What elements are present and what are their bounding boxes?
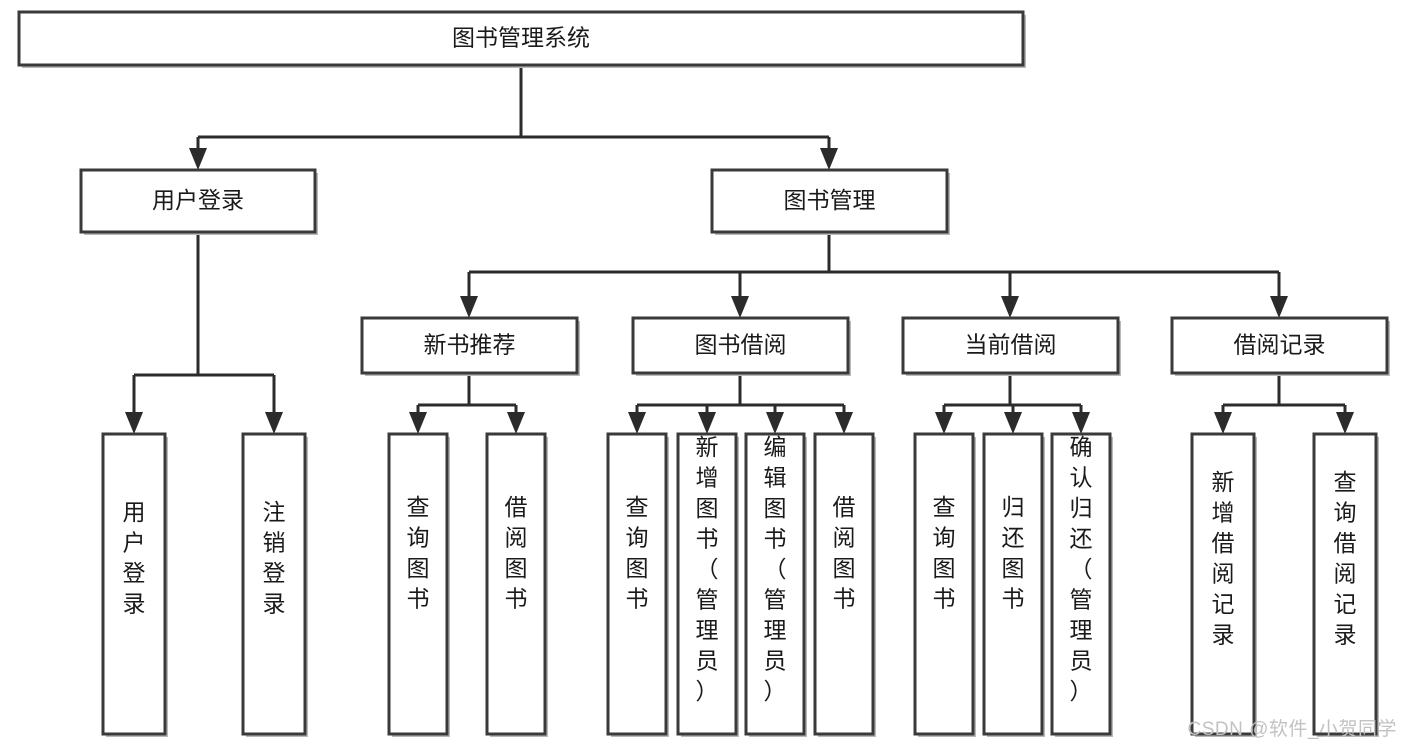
connector-user-login-to-leaves [125, 232, 283, 434]
node-rect [101, 432, 167, 736]
connector-root-to-level2 [189, 65, 838, 170]
node-label: 图书借阅 [695, 332, 787, 358]
arrow-head [731, 296, 749, 318]
connector-book-manage-to-level3 [460, 232, 1288, 318]
node-rect [676, 432, 738, 736]
node-label: 查询图书 [626, 494, 649, 612]
arrow-head [125, 412, 143, 434]
arrow-head [1001, 296, 1019, 318]
node-label: 归还图书 [1002, 494, 1025, 612]
node-label: 借阅图书 [505, 494, 528, 612]
arrow-head [460, 296, 478, 318]
connector-new-book-recommend-to-leaves [409, 373, 525, 434]
node-book-manage[interactable]: 图书管理 [710, 168, 950, 235]
node-label: 查询图书 [407, 494, 430, 612]
arrow-head [1270, 296, 1288, 318]
node-rect [1190, 432, 1256, 736]
node-label: 图书管理系统 [452, 25, 590, 51]
node-leaf-add-borrow-record[interactable]: 新增借阅记录 [1190, 432, 1257, 737]
arrow-head [698, 412, 716, 434]
node-label: 用户登录 [152, 187, 244, 213]
node-user-login[interactable]: 用户登录 [79, 168, 318, 235]
csdn-watermark: CSDN @软件_小贺同学 [1187, 719, 1397, 740]
arrow-head [766, 412, 784, 434]
node-leaf-borrow-book-2[interactable]: 借阅图书 [813, 432, 876, 737]
node-rect [17, 10, 1025, 67]
node-rect [241, 432, 307, 736]
arrow-head [265, 412, 283, 434]
arrow-head [1072, 412, 1090, 434]
node-rect [813, 432, 875, 736]
node-leaf-query-book-2[interactable]: 查询图书 [606, 432, 669, 737]
node-leaf-borrow-book-1[interactable]: 借阅图书 [485, 432, 548, 737]
node-layer: 图书管理系统用户登录图书管理新书推荐图书借阅当前借阅借阅记录用户登录注销登录查询… [17, 10, 1390, 737]
arrow-head [835, 412, 853, 434]
connector-current-borrow-to-leaves [935, 373, 1090, 434]
node-label: 新增借阅记录 [1212, 469, 1235, 648]
node-label: 当前借阅 [965, 332, 1057, 358]
node-rect [606, 432, 668, 736]
node-book-borrow[interactable]: 图书借阅 [631, 316, 851, 376]
node-rect [1050, 432, 1112, 736]
node-leaf-query-book-3[interactable]: 查询图书 [913, 432, 976, 737]
node-label: 图书管理 [784, 187, 876, 213]
node-rect [631, 316, 850, 375]
node-label: 注销登录 [263, 499, 286, 617]
arrow-head [628, 412, 646, 434]
node-rect [485, 432, 547, 736]
node-current-borrow[interactable]: 当前借阅 [901, 316, 1121, 376]
node-rect [1170, 316, 1389, 375]
arrow-head [1004, 412, 1022, 434]
node-rect [360, 316, 579, 375]
node-leaf-edit-book[interactable]: 编辑图书（管理员） [744, 432, 807, 737]
arrow-head [935, 412, 953, 434]
node-label: 编辑图书（管理员） [764, 434, 787, 704]
node-rect [387, 432, 449, 736]
arrow-head [409, 412, 427, 434]
node-leaf-user-login[interactable]: 用户登录 [101, 432, 168, 737]
node-leaf-return-book[interactable]: 归还图书 [982, 432, 1045, 737]
node-label: 用户登录 [123, 499, 146, 617]
node-label: 借阅图书 [833, 494, 856, 612]
node-label: 查询图书 [933, 494, 956, 612]
node-rect [79, 168, 317, 234]
node-leaf-confirm-return[interactable]: 确认归还（管理员） [1050, 432, 1113, 737]
node-label: 新增图书（管理员） [696, 434, 719, 704]
node-new-book-recommend[interactable]: 新书推荐 [360, 316, 580, 376]
node-root[interactable]: 图书管理系统 [17, 10, 1026, 68]
node-leaf-query-book-1[interactable]: 查询图书 [387, 432, 450, 737]
connector-borrow-record-to-leaves [1214, 373, 1354, 434]
node-label: 新书推荐 [424, 332, 516, 358]
node-label: 借阅记录 [1234, 332, 1326, 358]
node-rect [913, 432, 975, 736]
node-leaf-add-book[interactable]: 新增图书（管理员） [676, 432, 739, 737]
connector-book-borrow-to-leaves [628, 373, 853, 434]
arrow-head [189, 148, 207, 170]
node-rect [901, 316, 1120, 375]
node-rect [1312, 432, 1378, 736]
arrow-head [820, 148, 838, 170]
node-leaf-logout[interactable]: 注销登录 [241, 432, 308, 737]
node-rect [710, 168, 949, 234]
node-rect [744, 432, 806, 736]
node-rect [982, 432, 1044, 736]
arrow-head [1214, 412, 1232, 434]
node-leaf-query-borrow-record[interactable]: 查询借阅记录 [1312, 432, 1379, 737]
arrow-head [507, 412, 525, 434]
node-label: 确认归还（管理员） [1070, 434, 1093, 704]
arrow-head [1336, 412, 1354, 434]
node-label: 查询借阅记录 [1334, 469, 1357, 648]
node-borrow-record[interactable]: 借阅记录 [1170, 316, 1390, 376]
connector-layer [125, 65, 1354, 434]
